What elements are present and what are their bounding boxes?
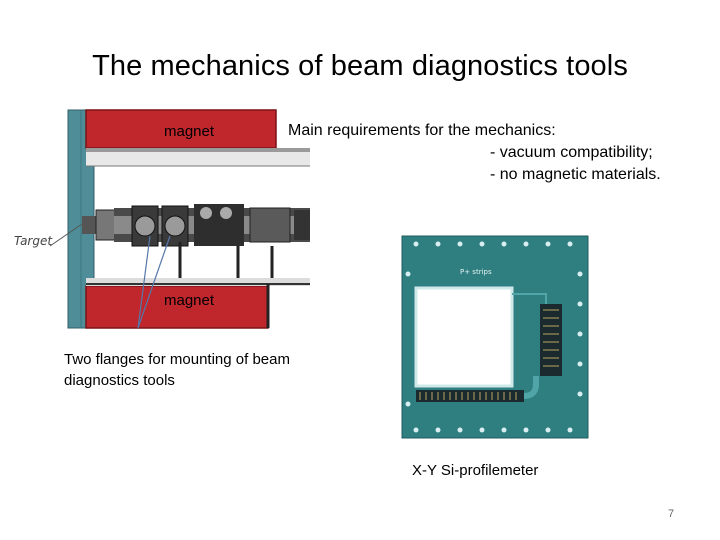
magnet-top xyxy=(85,109,277,149)
requirement-item: - vacuum compatibility; xyxy=(490,144,653,161)
slide-title: The mechanics of beam diagnostics tools xyxy=(92,50,628,82)
beamline-mechanics-figure xyxy=(49,109,310,329)
magnet-bottom-label: magnet xyxy=(164,292,215,309)
annotation-line xyxy=(137,235,171,329)
requirements-block: Main requirements for the mechanics: - v… xyxy=(288,120,698,186)
strip-connector-right xyxy=(540,304,562,376)
strip-label: P+ strips xyxy=(460,268,492,276)
requirements-heading: Main requirements for the mechanics: xyxy=(288,122,556,139)
si-profilemeter-figure: P+ strips xyxy=(401,235,589,439)
strip-connector-bottom xyxy=(416,390,524,402)
target-label: Target xyxy=(14,234,53,248)
magnet-bottom xyxy=(85,285,269,329)
profilemeter-caption: X-Y Si-profilemeter xyxy=(412,462,539,479)
annotation-line xyxy=(137,235,151,329)
requirement-item: - no magnetic materials. xyxy=(490,166,661,183)
page-number: 7 xyxy=(668,508,675,520)
flanges-caption: Two flanges for mounting of beam diagnos… xyxy=(64,351,290,389)
magnet-top-label: magnet xyxy=(164,123,215,140)
